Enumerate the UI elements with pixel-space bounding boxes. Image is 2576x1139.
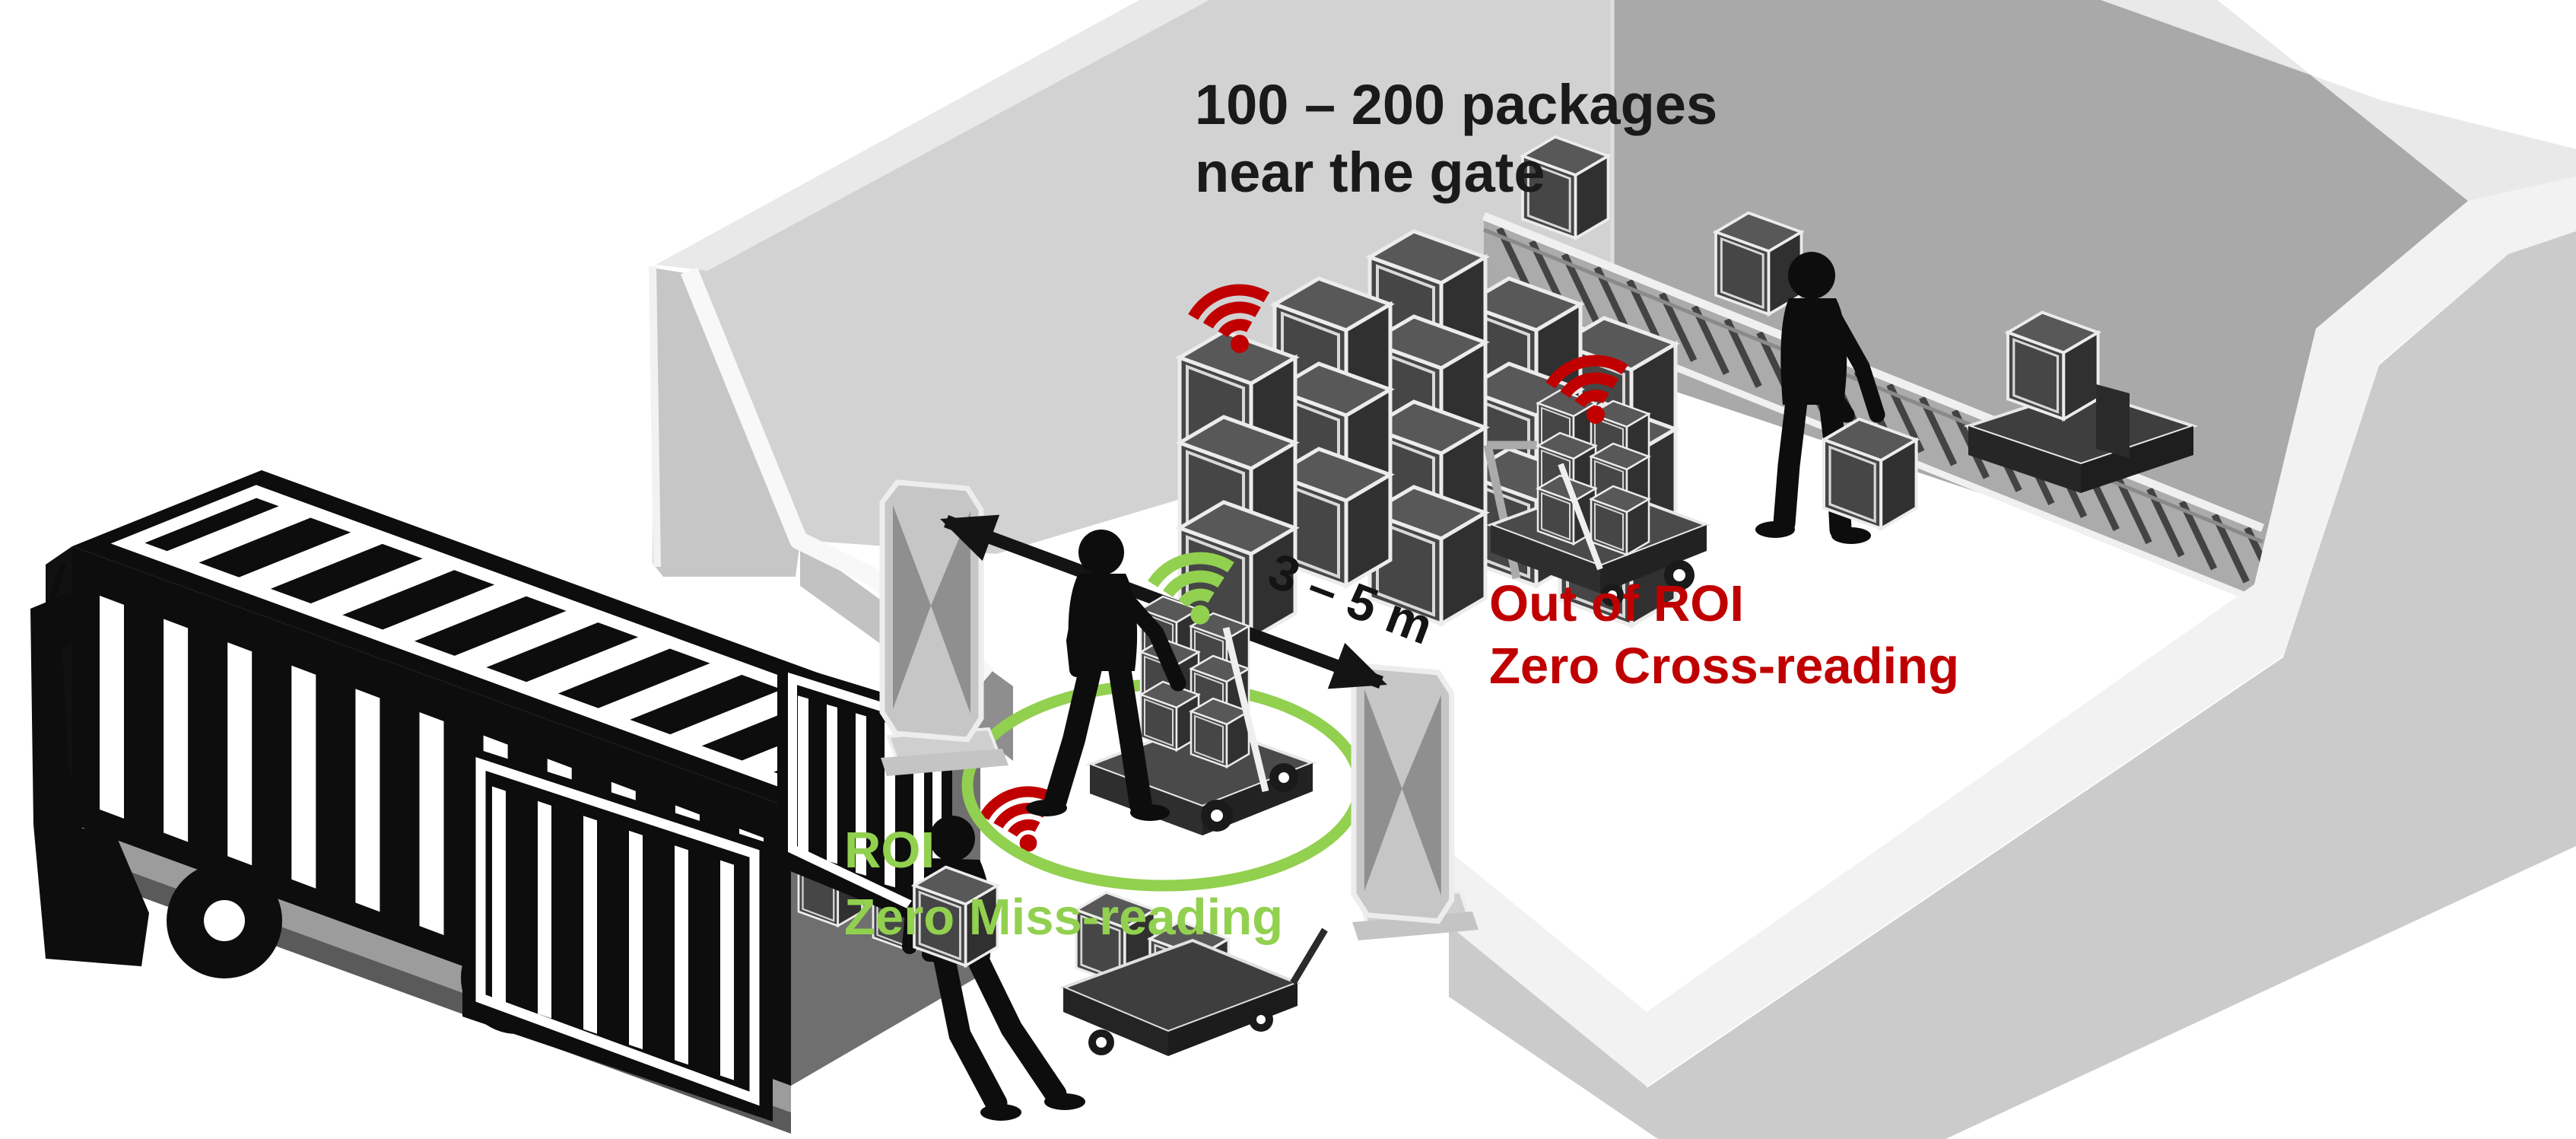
out-of-roi-cart — [1483, 354, 1711, 606]
front-cutaway-wall — [1449, 177, 2576, 1139]
package-on-roi-cart — [1139, 680, 1200, 752]
cart-strap — [1222, 626, 1269, 793]
gate-antenna-left — [881, 482, 1008, 776]
roof-stripe — [304, 555, 461, 618]
left-wall-corner-sliver — [653, 268, 800, 577]
package-carried-right — [1824, 419, 1917, 529]
gate-antenna-right — [1352, 667, 1479, 940]
out-of-roi-label: Out of ROI Zero Cross-reading — [1489, 575, 1959, 695]
packages-note-line2: near the gate — [1195, 141, 1545, 204]
roi-line2: Zero Miss-reading — [844, 889, 1283, 946]
conveyor-rail-top — [1482, 212, 2265, 533]
worker-at-truck — [902, 816, 1085, 1121]
door-stripe — [583, 816, 597, 1034]
side-stripe — [227, 642, 253, 866]
roi-label: ROI Zero Miss-reading — [844, 822, 1283, 946]
side-stripe — [419, 712, 444, 935]
roof-stripe — [232, 530, 389, 592]
cart-strap — [1558, 463, 1603, 571]
front-wall-left-arm — [1449, 925, 1658, 1139]
roof-stripe — [592, 660, 748, 723]
roof-stripe — [519, 634, 677, 696]
door-stripe — [538, 800, 551, 1019]
door-stripe — [856, 713, 866, 876]
roi-line1: ROI — [844, 822, 935, 879]
roof-stripe — [376, 582, 533, 644]
door-stripe — [492, 786, 506, 1004]
package-on-pallet — [2006, 310, 2100, 421]
roof-stripe — [448, 608, 605, 670]
front-wall-apron — [1647, 231, 2576, 1139]
side-stripe — [291, 665, 316, 889]
door-stripe — [827, 704, 837, 864]
side-stripe — [100, 595, 124, 819]
side-stripe — [355, 689, 380, 912]
packages-note: 100 – 200 packages near the gate — [1195, 73, 1717, 204]
right-wall-top-band-b — [2382, 100, 2576, 201]
out-of-roi-line1: Out of ROI — [1489, 575, 1744, 632]
out-of-roi-line2: Zero Cross-reading — [1489, 638, 1959, 695]
packages-note-line1: 100 – 200 packages — [1195, 73, 1717, 136]
door-stripe — [798, 695, 808, 852]
package-on-cart — [1590, 485, 1650, 556]
conveyor-pallet — [1963, 310, 2199, 493]
truck-cab — [30, 562, 149, 966]
left-wall-top-band — [656, 0, 1209, 271]
roof-stripe — [160, 503, 317, 565]
door-stripe — [629, 830, 643, 1050]
delivery-truck — [30, 470, 980, 1134]
worker-in-roi — [1026, 530, 1186, 821]
truck-door-left — [462, 744, 773, 1122]
flat-cart — [1059, 891, 1328, 1056]
pallet-divider — [2096, 384, 2130, 458]
door-stripe — [720, 860, 734, 1080]
left-wall-outer-edge — [649, 266, 661, 568]
side-stripe — [164, 619, 189, 842]
front-wall-top-band — [1449, 177, 2576, 1087]
package-on-roi-cart — [1190, 697, 1250, 768]
door-stripe — [675, 845, 688, 1065]
